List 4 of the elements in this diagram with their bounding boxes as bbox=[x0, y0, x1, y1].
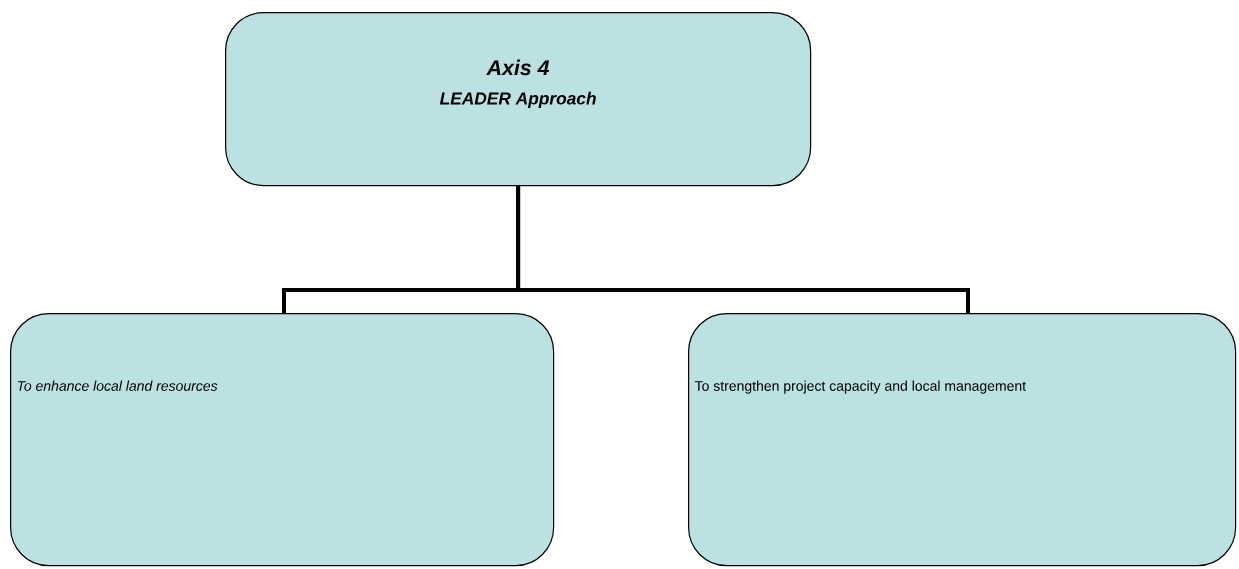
rounded-box: Axis 4 LEADER Approach bbox=[225, 12, 812, 187]
rounded-box: To strengthen project capacity and local management bbox=[688, 313, 1237, 567]
connector-line bbox=[516, 186, 970, 313]
rounded-box: To enhance local land resources bbox=[10, 313, 555, 567]
